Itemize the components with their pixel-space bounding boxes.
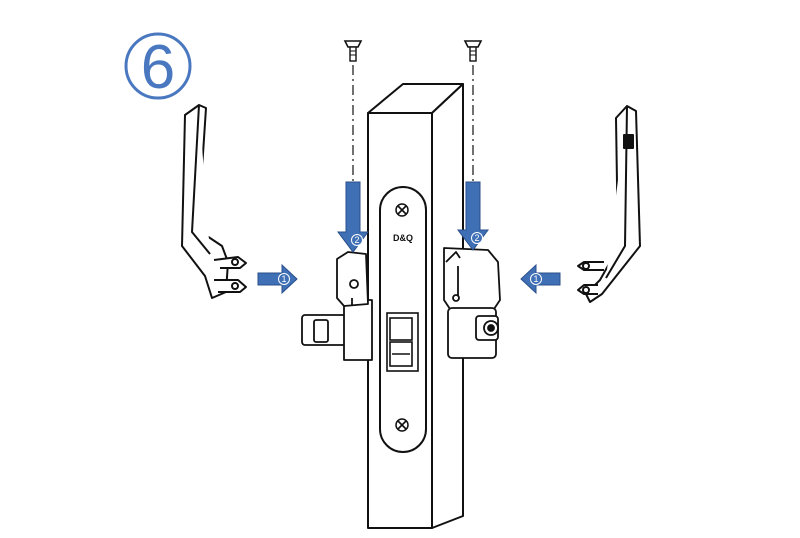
step-label: 2: [474, 233, 479, 243]
latch-bolt: [386, 312, 419, 372]
screw-icon: [463, 40, 483, 62]
left-lock-chassis: [301, 251, 373, 361]
step-label: 2: [354, 235, 359, 245]
step-circle: [124, 32, 192, 100]
step-label: 1: [281, 274, 286, 284]
brand-logo-text: D&Q: [393, 233, 413, 243]
right-lock-chassis: [443, 247, 501, 359]
faceplate: D&Q: [379, 186, 427, 453]
step-number: 6: [141, 33, 175, 102]
phillips-screw-icon: [395, 203, 409, 217]
step-label: 1: [533, 274, 538, 284]
screw-icon: [343, 40, 363, 62]
right-lever-handle: [577, 105, 641, 303]
right-push-arrow: 1: [520, 263, 561, 295]
right-screw-arrow: 2: [457, 181, 489, 251]
left-lever-handle: [181, 104, 247, 299]
step-badge: 6: [124, 32, 192, 102]
phillips-screw-icon: [395, 418, 409, 432]
left-screw-arrow: 2: [337, 181, 369, 253]
left-push-arrow: 1: [257, 263, 298, 295]
